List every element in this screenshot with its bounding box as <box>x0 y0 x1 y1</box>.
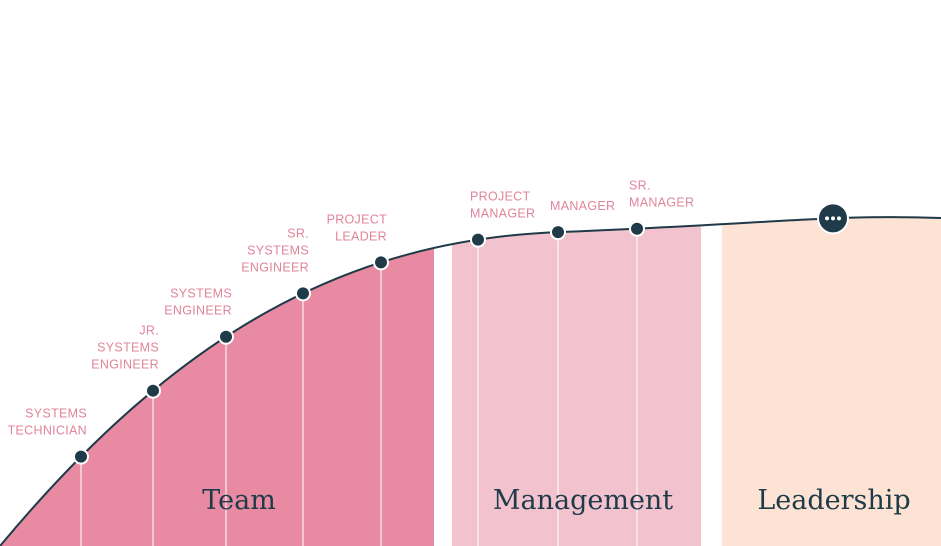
node-manager[interactable] <box>550 224 566 241</box>
node-systems-engineer[interactable] <box>218 328 234 345</box>
more-button[interactable] <box>817 202 849 235</box>
node-project-leader[interactable] <box>373 254 389 271</box>
ellipsis-icon <box>825 216 841 221</box>
level-dividers <box>80 228 638 546</box>
label-sr-manager: SR.MANAGER <box>629 179 694 210</box>
label-manager: MANAGER <box>550 199 615 213</box>
band-label-management: Management <box>493 485 673 516</box>
node-systems-technician[interactable] <box>73 448 89 465</box>
node-project-manager[interactable] <box>470 231 486 248</box>
career-nodes <box>73 220 645 465</box>
band-leadership <box>722 217 941 546</box>
node-sr-systems-engineer[interactable] <box>295 285 311 302</box>
band-label-team: Team <box>202 485 276 516</box>
node-jr-systems-engineer[interactable] <box>145 382 161 399</box>
band-management <box>452 217 701 546</box>
node-sr-manager[interactable] <box>629 220 645 237</box>
band-labels: Team Management Leadership <box>202 485 910 516</box>
band-label-leadership: Leadership <box>757 485 910 516</box>
